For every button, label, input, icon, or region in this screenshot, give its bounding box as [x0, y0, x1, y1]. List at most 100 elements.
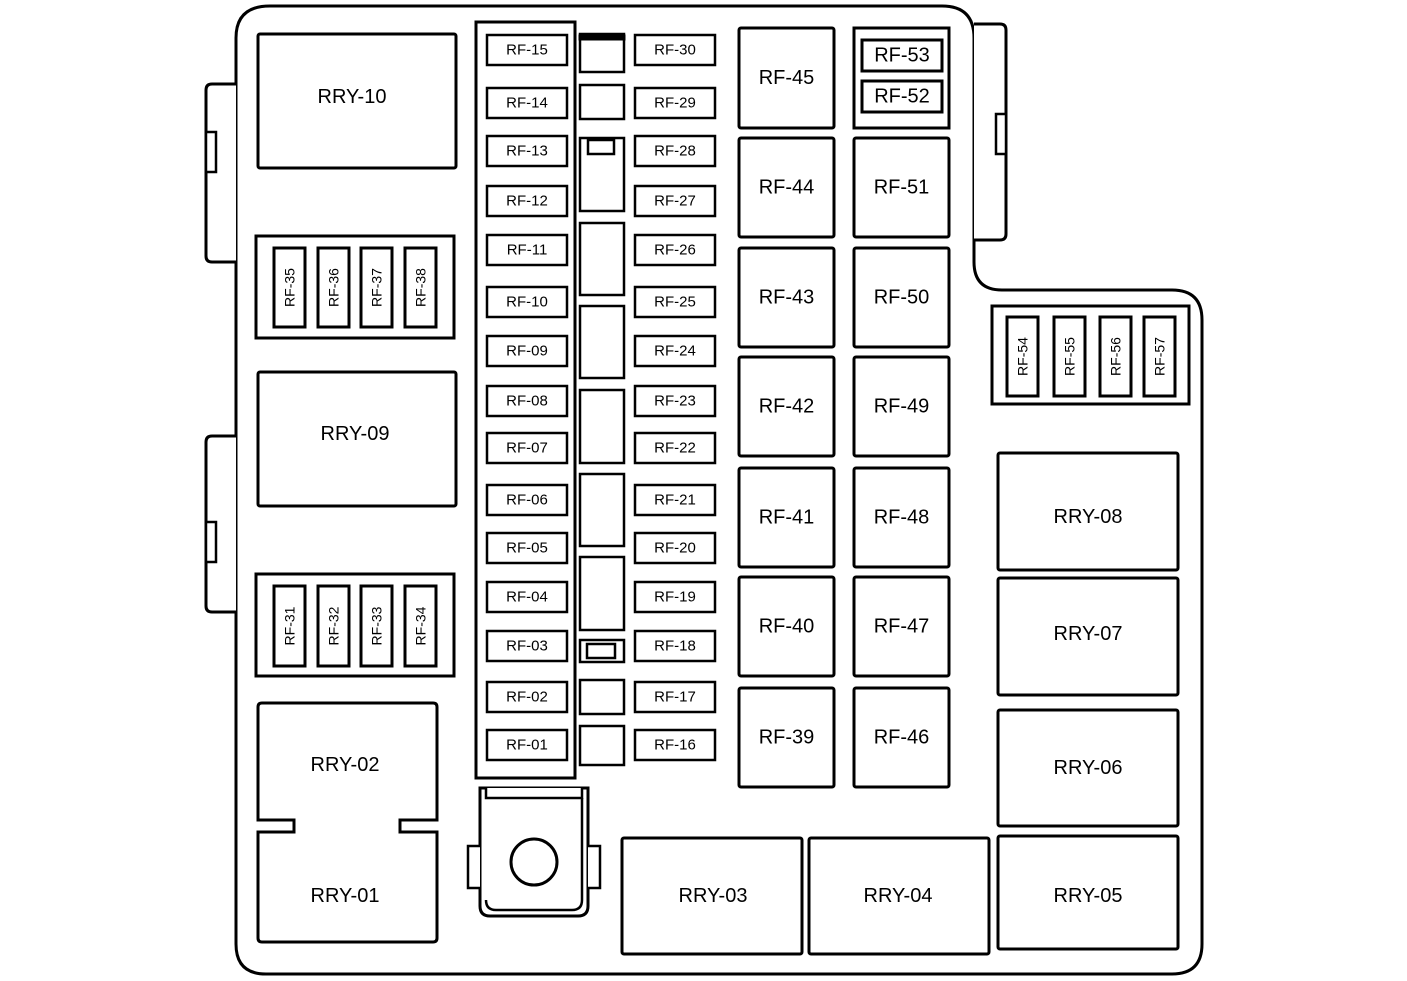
fuse-rf-44-label: RF-44	[759, 177, 815, 199]
connector-housing	[466, 786, 602, 918]
fuse-rf-40-label: RF-40	[759, 616, 815, 638]
fuse-rf-06-label: RF-06	[506, 492, 548, 509]
relay-rry-07-label: RRY-07	[1054, 623, 1123, 645]
fuse-rf-08: RF-08	[485, 384, 569, 418]
fuse-rf-04-label: RF-04	[506, 589, 548, 606]
fuse-rf-27-label: RF-27	[654, 193, 696, 210]
fuse-rf-20: RF-20	[633, 531, 717, 565]
fuse-rf-55: RF-55	[1052, 315, 1087, 398]
relay-rry-02-label: RRY-02	[311, 754, 380, 776]
fuse-rf-26: RF-26	[633, 233, 717, 267]
connector-bolt-icon	[509, 837, 559, 887]
fuse-rf-14: RF-14	[485, 86, 569, 120]
fuse-rf-45-label: RF-45	[759, 67, 815, 89]
fuse-rf-45: RF-45	[737, 26, 836, 130]
spare-slot	[578, 678, 626, 716]
fuse-rf-11-label: RF-11	[507, 242, 548, 259]
fuse-rf-42: RF-42	[737, 355, 836, 458]
spare-slot	[578, 221, 626, 297]
fuse-rf-47: RF-47	[852, 575, 951, 678]
fuse-rf-30-label: RF-30	[654, 42, 696, 59]
fuse-rf-41-label: RF-41	[759, 507, 815, 529]
spare-slot	[578, 472, 626, 548]
fuse-rf-48-label: RF-48	[874, 507, 930, 529]
fuse-rf-16-label: RF-16	[654, 737, 696, 754]
relay-rry-08: RRY-08	[996, 451, 1180, 572]
fuse-rf-09: RF-09	[485, 334, 569, 368]
relay-rry-06: RRY-06	[996, 708, 1180, 828]
fuse-rf-24-label: RF-24	[654, 343, 696, 360]
fuse-rf-28-label: RF-28	[654, 143, 696, 160]
relay-rry-08-label: RRY-08	[1054, 506, 1123, 528]
fuse-rf-07: RF-07	[485, 431, 569, 465]
fuse-rf-10: RF-10	[485, 285, 569, 319]
spare-slot-tab	[585, 642, 617, 660]
relay-rry-04-label: RRY-04	[864, 885, 933, 907]
fuse-rf-23-label: RF-23	[654, 393, 696, 410]
fuse-rf-28: RF-28	[633, 134, 717, 168]
fuse-rf-02: RF-02	[485, 680, 569, 714]
fuse-rf-41: RF-41	[737, 466, 836, 569]
fuse-rf-08-label: RF-08	[506, 393, 548, 410]
fuse-rf-22: RF-22	[633, 431, 717, 465]
fuse-rf-25: RF-25	[633, 285, 717, 319]
relay-rry-07: RRY-07	[996, 576, 1180, 697]
fuse-rf-33: RF-33	[359, 584, 394, 668]
fuse-rf-40: RF-40	[737, 575, 836, 678]
fuse-rf-32-label: RF-32	[326, 606, 342, 645]
fuse-rf-05-label: RF-05	[506, 540, 548, 557]
relay-rry-06-label: RRY-06	[1054, 757, 1123, 779]
fuse-rf-15: RF-15	[485, 33, 569, 67]
fuse-rf-50-label: RF-50	[874, 287, 930, 309]
fuse-rf-22-label: RF-22	[654, 440, 696, 457]
fuse-rf-54: RF-54	[1005, 315, 1040, 398]
fuse-rf-57-label: RF-57	[1152, 337, 1168, 376]
fuse-rf-33-label: RF-33	[369, 606, 385, 645]
fuse-rf-20-label: RF-20	[654, 540, 696, 557]
fuse-rf-38: RF-38	[403, 246, 438, 329]
fuse-rf-42-label: RF-42	[759, 396, 815, 418]
fuse-rf-27: RF-27	[633, 184, 717, 218]
fuse-rf-23: RF-23	[633, 384, 717, 418]
fuse-rf-43: RF-43	[737, 246, 836, 349]
fuse-rf-31: RF-31	[272, 584, 307, 668]
fuse-rf-25-label: RF-25	[654, 294, 696, 311]
fuse-rf-53-label: RF-53	[874, 45, 930, 67]
fuse-rf-17-label: RF-17	[654, 689, 696, 706]
fuse-rf-47-label: RF-47	[874, 616, 930, 638]
fuse-rf-01-label: RF-01	[506, 737, 548, 754]
fuse-rf-05: RF-05	[485, 531, 569, 565]
fuse-rf-46: RF-46	[852, 686, 951, 789]
fuse-rf-34: RF-34	[403, 584, 438, 668]
right-clip-tab	[994, 112, 1008, 156]
fuse-rf-54-label: RF-54	[1015, 337, 1031, 376]
fuse-rf-36: RF-36	[316, 246, 351, 329]
fuse-rf-49-label: RF-49	[874, 396, 930, 418]
spare-slot	[578, 555, 626, 632]
fuse-rf-52-label: RF-52	[874, 86, 930, 108]
fuse-rf-39: RF-39	[737, 686, 836, 789]
fuse-rf-32: RF-32	[316, 584, 351, 668]
relay-rry-04: RRY-04	[807, 836, 991, 956]
fuse-rf-30: RF-30	[633, 33, 717, 67]
relay-rry-05-label: RRY-05	[1054, 885, 1123, 907]
fuse-rf-37-label: RF-37	[369, 268, 385, 307]
fuse-rf-21: RF-21	[633, 483, 717, 517]
relay-rry-09: RRY-09	[256, 370, 458, 508]
fuse-rf-17: RF-17	[633, 680, 717, 714]
fuse-rf-18: RF-18	[633, 629, 717, 663]
fuse-rf-18-label: RF-18	[654, 638, 696, 655]
fuse-rf-38-label: RF-38	[413, 268, 429, 307]
fuse-rf-35: RF-35	[272, 246, 307, 329]
fuse-rf-39-label: RF-39	[759, 727, 815, 749]
fuse-rf-55-label: RF-55	[1062, 337, 1078, 376]
fuse-rf-51: RF-51	[852, 136, 951, 239]
fuse-rf-29: RF-29	[633, 86, 717, 120]
fuse-rf-52: RF-52	[860, 79, 944, 114]
relay-rry-10: RRY-10	[256, 32, 458, 170]
fuse-rf-29-label: RF-29	[654, 95, 696, 112]
fuse-rf-34-label: RF-34	[413, 606, 429, 645]
fuse-rf-09-label: RF-09	[506, 343, 548, 360]
spare-slot-tab	[586, 138, 616, 156]
fuse-rf-10-label: RF-10	[506, 294, 548, 311]
